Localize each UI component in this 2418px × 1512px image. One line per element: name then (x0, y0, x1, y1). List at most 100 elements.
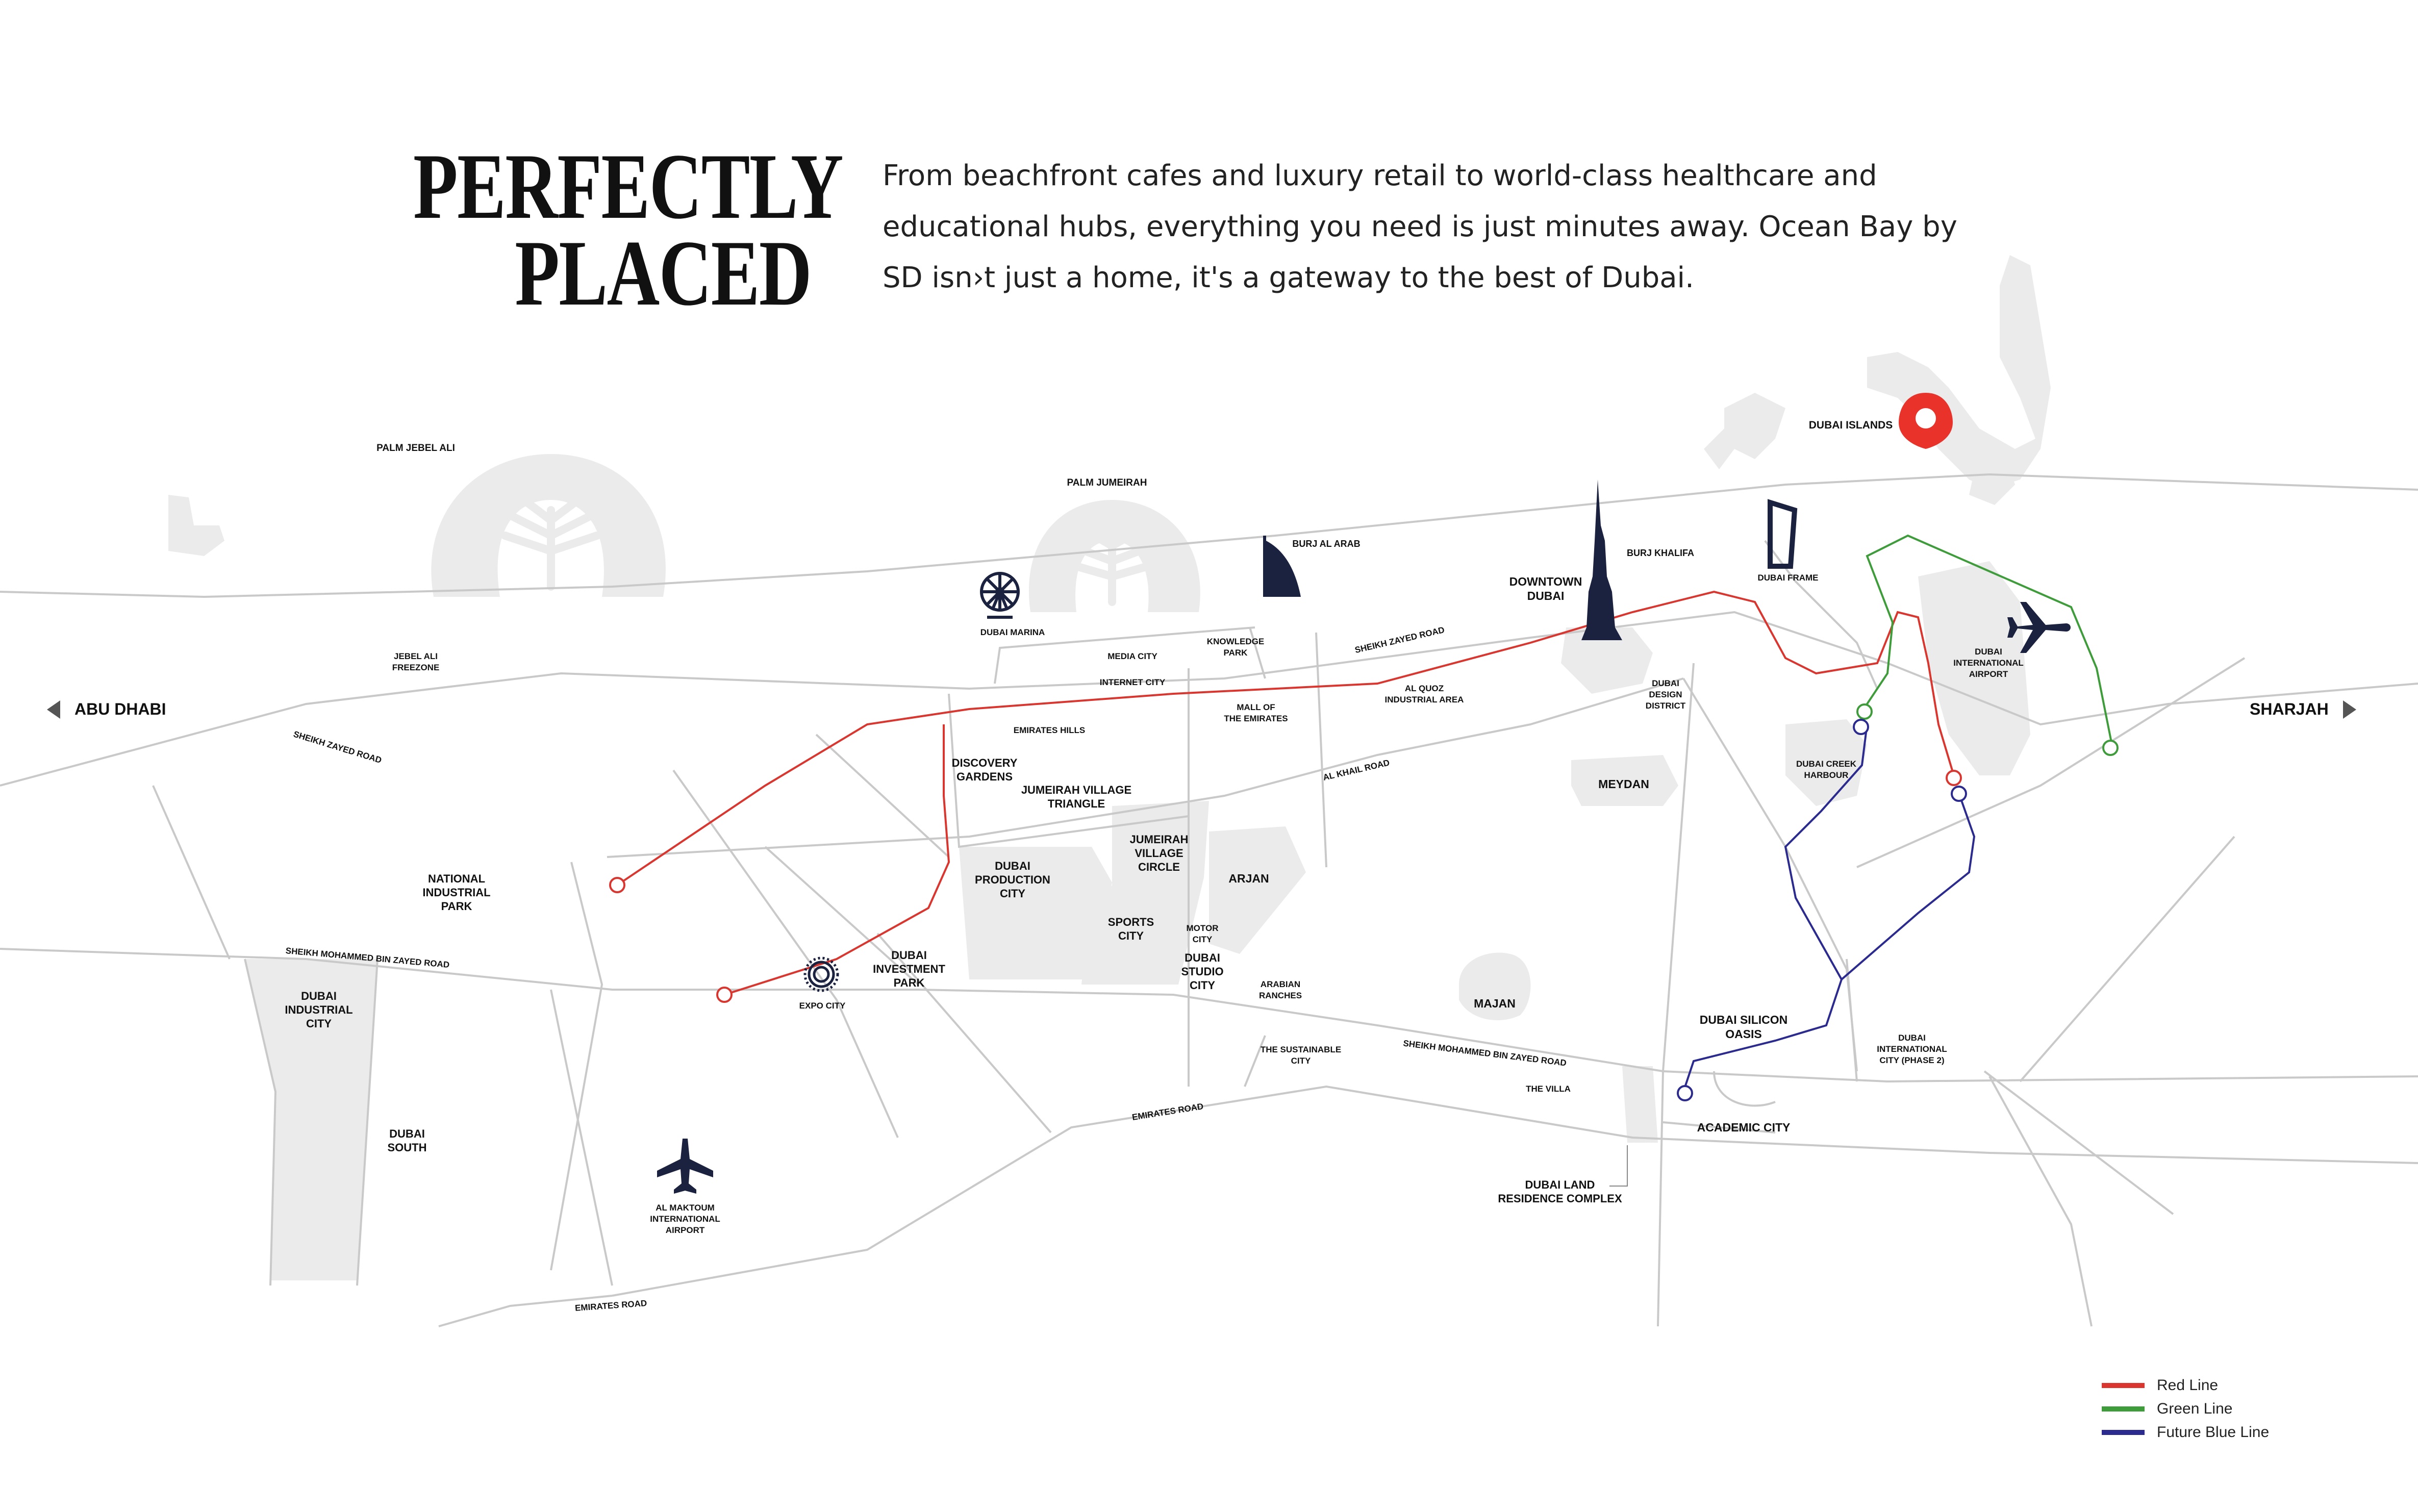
label-dip-3: PARK (894, 976, 925, 989)
dubai-islands-west (1704, 393, 1785, 469)
palm-jumeirah-fronds (1067, 521, 1157, 606)
page-title: PERFECTLY PLACED (413, 134, 844, 320)
label-expo-city: EXPO CITY (799, 1001, 846, 1011)
label-design-district-3: DISTRICT (1646, 701, 1686, 711)
al-khail-road (607, 677, 1684, 858)
dic-road (1846, 959, 1858, 1082)
legend-item-blue: Future Blue Line (2102, 1421, 2269, 1444)
label-discovery: DISCOVERY (952, 757, 1018, 769)
arrow-left-icon (47, 700, 60, 719)
label-dxb-3: AIRPORT (1969, 669, 2008, 679)
label-creek-2: HARBOUR (1804, 770, 1849, 780)
red-terminal-west (609, 877, 625, 893)
direction-east: SHARJAH (2250, 700, 2356, 719)
west-grid-2 (876, 933, 1052, 1133)
intro-paragraph: From beachfront cafes and luxury retail … (883, 159, 1957, 294)
label-motor-city-2: CITY (1193, 935, 1213, 944)
label-arjan: ARJAN (1228, 872, 1269, 885)
map-pin-icon (1899, 393, 1953, 449)
label-jvt-2: TRIANGLE (1048, 797, 1105, 810)
future-blue-line (1682, 724, 1868, 1092)
label-motor-city: MOTOR (1187, 923, 1219, 933)
north-south-1 (1657, 663, 1695, 1327)
south-grid (152, 785, 231, 960)
label-burj-al-arab: BURJ AL ARAB (1292, 539, 1360, 549)
label-jvc-3: CIRCLE (1138, 861, 1180, 873)
dubai-land-residence (1622, 1066, 1658, 1143)
label-dxb-2: INTERNATIONAL (1953, 658, 2024, 668)
direction-west-label: ABU DHABI (74, 700, 166, 718)
green-terminal-west (1856, 703, 1873, 720)
discovery-grid (815, 734, 950, 858)
palm-jebel-ali-shape (431, 454, 666, 597)
label-al-quoz: AL QUOZ (1405, 684, 1444, 693)
meydan-district (1571, 755, 1678, 806)
marina-grid (994, 626, 1255, 684)
label-sports-city: SPORTS (1108, 916, 1154, 928)
internet-grid (1249, 627, 1266, 679)
arjan-district (1209, 826, 1306, 954)
label-discovery-2: GARDENS (956, 770, 1013, 783)
west-grid-1 (672, 769, 899, 1138)
east-diag-3 (1983, 1070, 2174, 1215)
label-sports-city-2: CITY (1118, 929, 1144, 942)
label-knowledge-2: PARK (1224, 648, 1248, 658)
burj-al-arab-icon (1263, 536, 1301, 597)
label-dip-2: INVESTMENT (873, 963, 945, 975)
silicon-loop (1713, 1071, 1776, 1107)
sheikh-zayed-road (0, 611, 2418, 787)
palm-jebel-ali-fronds (496, 486, 606, 591)
label-downtown: DOWNTOWN (1509, 575, 1582, 588)
blue-terminal-east (1951, 786, 1967, 802)
label-burj-khalifa: BURJ KHALIFA (1627, 548, 1694, 558)
legend-item-green: Green Line (2102, 1398, 2232, 1420)
red-terminal-branch (716, 987, 733, 1003)
label-majan: MAJAN (1474, 997, 1516, 1010)
dxb-district (1918, 561, 2030, 775)
industrial-west (244, 959, 277, 1286)
label-downtown-2: DUBAI (1527, 589, 1565, 602)
label-palm-jumeirah: PALM JUMEIRAH (1067, 477, 1147, 488)
expo-city-icon (803, 956, 839, 992)
airplane-icon (657, 1139, 713, 1194)
majan-district (1459, 952, 1531, 1020)
east-diag-2 (2019, 836, 2235, 1082)
road-label-sheikh-zayed-west: SHEIKH ZAYED ROAD (292, 729, 383, 765)
future-blue-line-east (1841, 793, 1976, 980)
blue-terminal-south (1677, 1085, 1693, 1101)
label-sustainable: THE SUSTAINABLE (1261, 1045, 1341, 1054)
label-moe: MALL OF (1237, 702, 1275, 712)
label-media-city: MEDIA CITY (1107, 651, 1157, 661)
coastline-road (0, 473, 2418, 598)
label-dic: DUBAI (1898, 1033, 1926, 1043)
smbz-road (0, 948, 2418, 1083)
academic-road (1663, 1121, 1776, 1133)
label-dic-3: CITY (PHASE 2) (1879, 1055, 1944, 1065)
title-line-1: PERFECTLY (413, 134, 844, 238)
label-dlrc-2: RESIDENCE COMPLEX (1498, 1192, 1622, 1205)
label-design-district: DUBAI (1652, 678, 1679, 688)
label-silicon-2: OASIS (1725, 1027, 1762, 1041)
red-line (616, 590, 1955, 886)
label-studio-city-3: CITY (1190, 979, 1215, 992)
creek-harbour-district (1785, 719, 1867, 806)
palm-jumeirah-shape (1028, 500, 1200, 612)
label-industrial-city: DUBAI (301, 990, 337, 1002)
dubai-production-city (959, 847, 1112, 979)
label-moe-2: THE EMIRATES (1224, 714, 1288, 723)
label-palm-jebel-ali: PALM JEBEL ALI (376, 443, 455, 453)
dubai-islands-small (1969, 449, 2015, 505)
arrow-right-icon (2343, 700, 2356, 719)
dubai-south-road (356, 959, 379, 1286)
green-line (1861, 534, 2113, 745)
label-industrial-city-2: INDUSTRIAL (285, 1003, 352, 1016)
ferris-wheel-icon (980, 572, 1020, 619)
metro-lines (616, 534, 2113, 1092)
airplane-icon (2007, 602, 2071, 653)
district-shapes (168, 255, 2051, 1280)
legend-label-green: Green Line (2157, 1400, 2233, 1417)
road-label-emirates-mid: EMIRATES ROAD (1131, 1101, 1204, 1122)
label-design-district-2: DESIGN (1649, 690, 1682, 699)
